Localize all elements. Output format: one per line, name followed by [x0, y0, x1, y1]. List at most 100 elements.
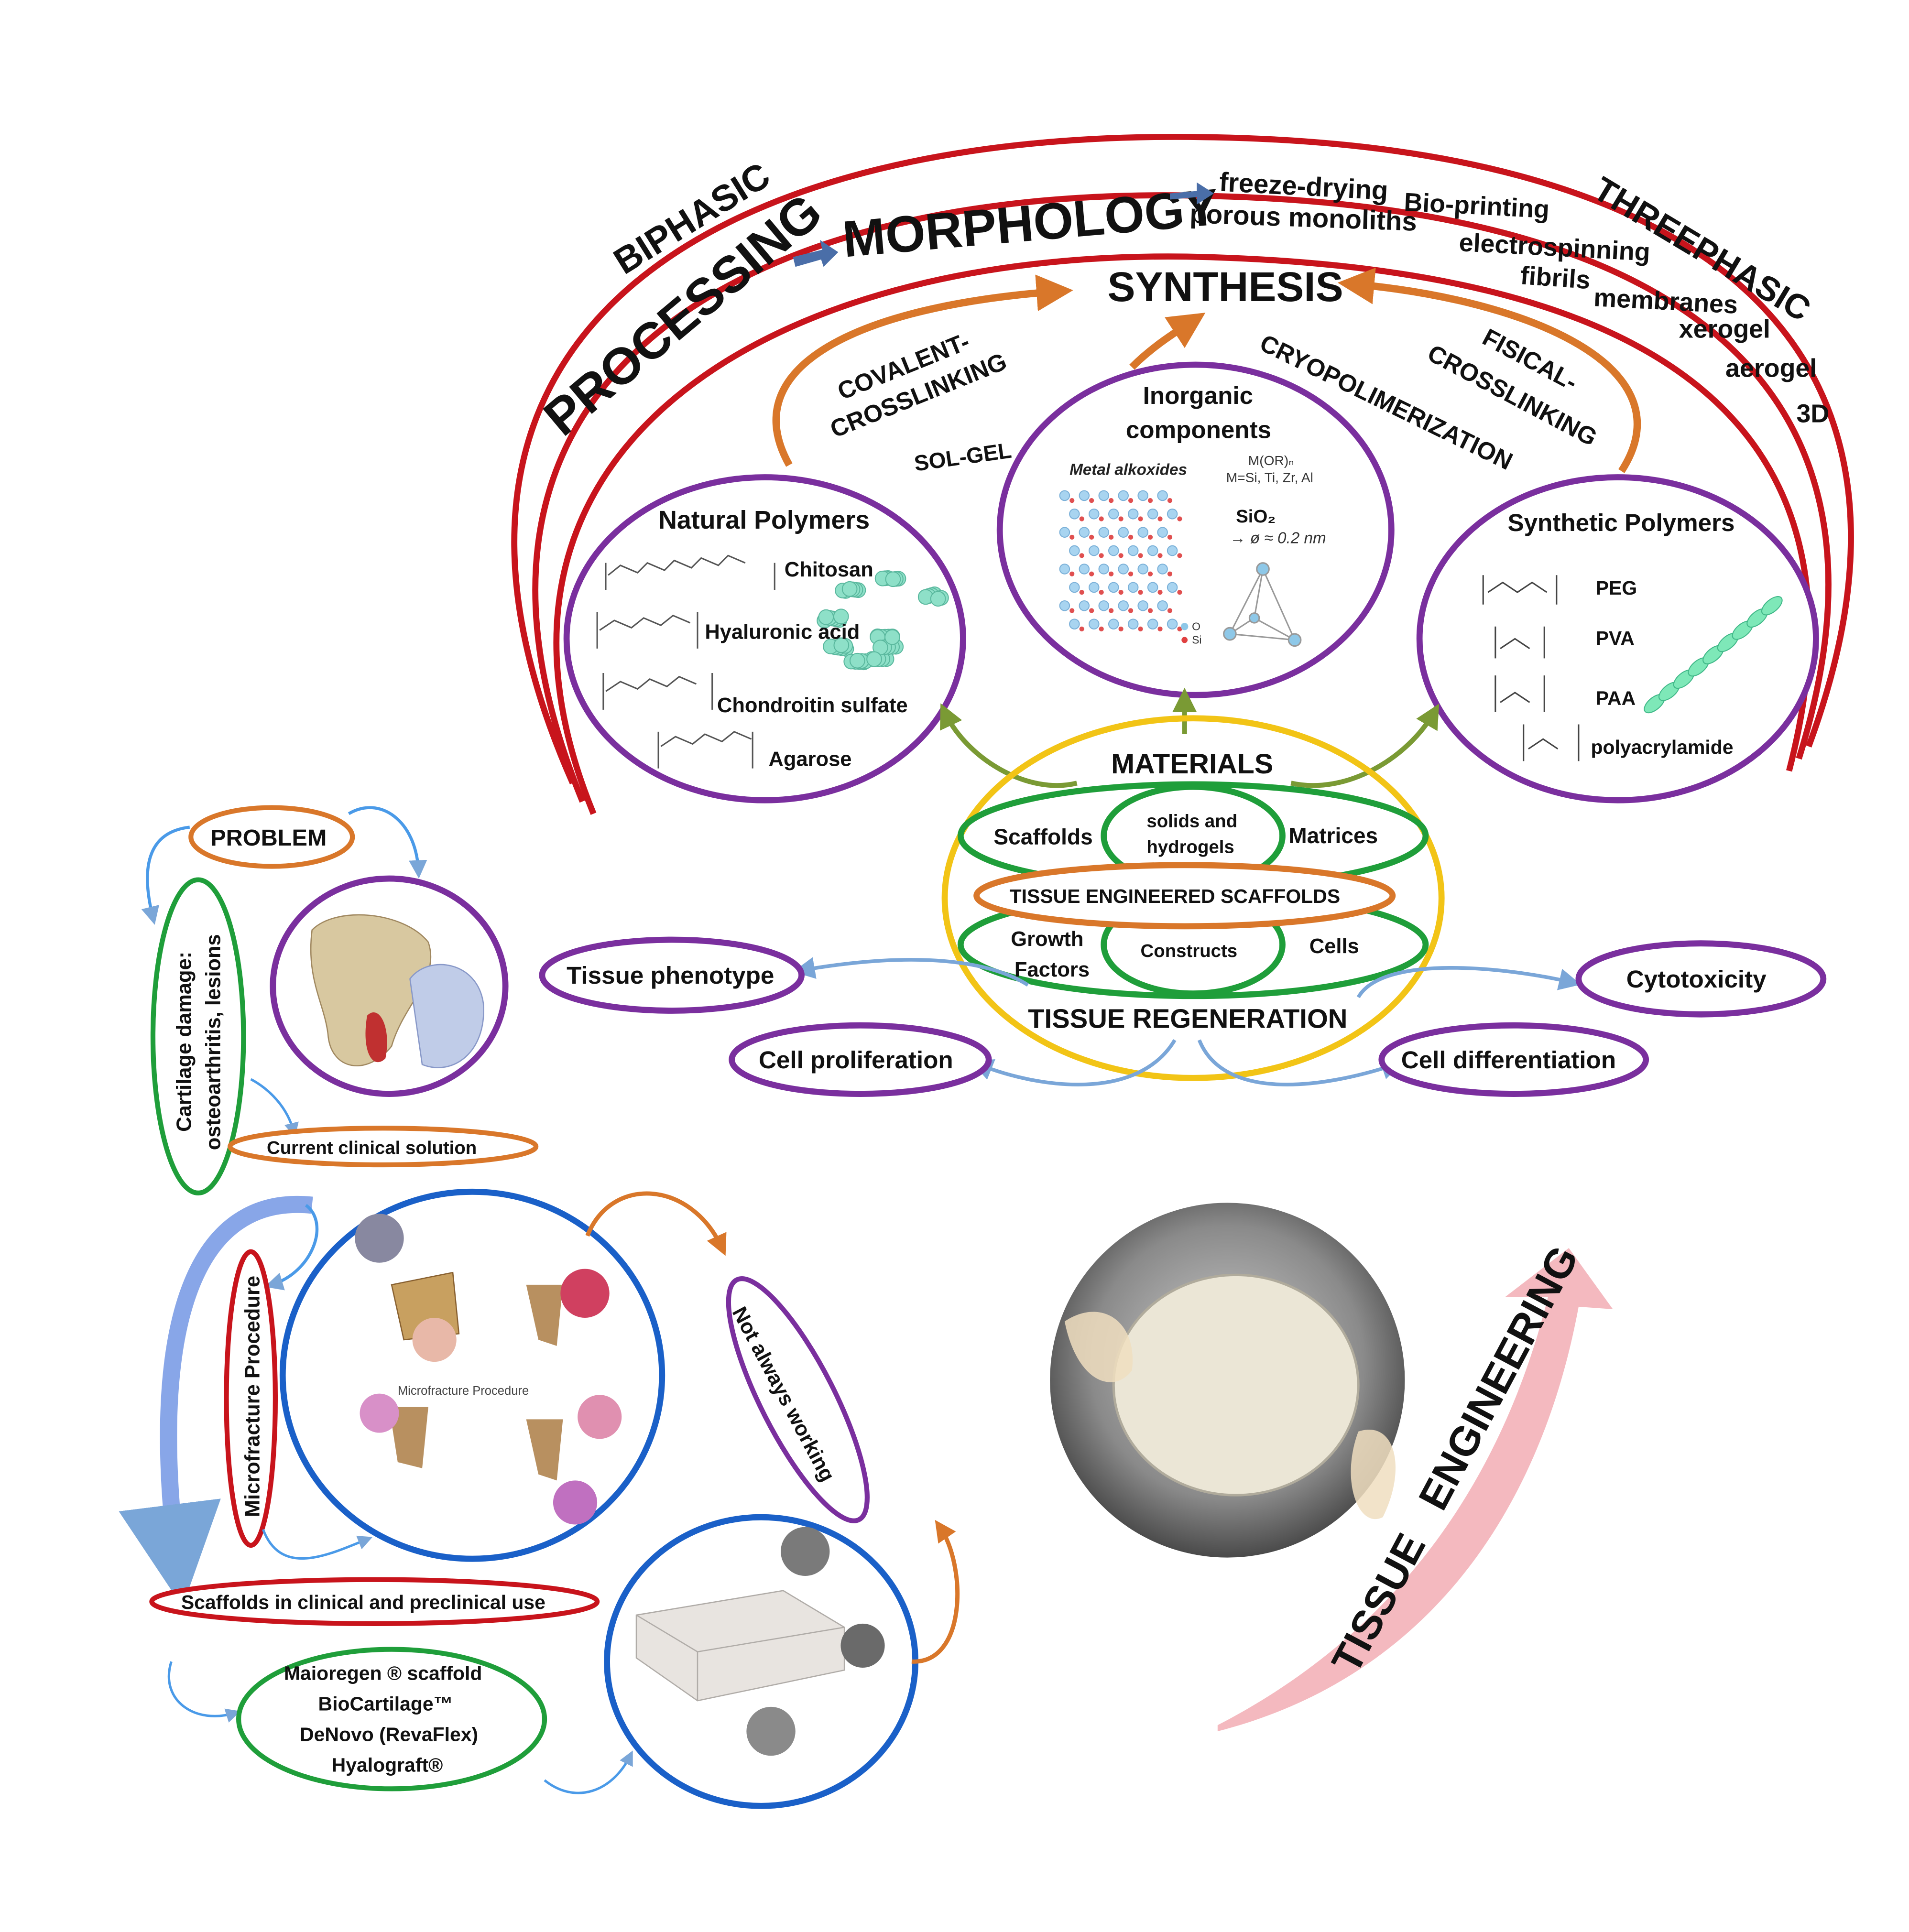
model-atom	[1098, 564, 1110, 575]
model-atom	[1138, 553, 1143, 558]
model-atom	[1109, 571, 1114, 576]
cytotoxicity-label: Cytotoxicity	[1626, 966, 1767, 993]
model-atom	[1177, 626, 1182, 632]
model-atom	[1069, 498, 1075, 503]
model-atom	[841, 581, 858, 597]
covalent-arrow	[772, 274, 1073, 467]
model-atom	[1089, 545, 1100, 556]
model-atom	[1167, 619, 1178, 630]
model-atom	[1098, 490, 1110, 501]
hyaluronic-structure	[596, 612, 698, 649]
model-atom	[1108, 619, 1119, 630]
synthesis-label: SYNTHESIS	[1107, 264, 1343, 310]
model-atom	[1069, 571, 1075, 576]
synthetic-structures	[1482, 575, 1580, 761]
model-atom	[1167, 582, 1178, 593]
model-atom	[1118, 600, 1129, 611]
tetrahedron	[1223, 562, 1302, 647]
model-atom	[1167, 608, 1173, 613]
microfracture-label: Microfracture Procedure	[241, 1276, 264, 1517]
model-atom	[1118, 553, 1124, 558]
scaffolds-use-label: Scaffolds in clinical and preclinical us…	[181, 1591, 545, 1613]
model-atom	[1069, 545, 1080, 556]
method-aerogel: aerogel	[1725, 354, 1817, 383]
tissue-engineering-arrow	[1217, 1248, 1613, 1732]
knee-image	[310, 914, 484, 1068]
model-atom	[833, 637, 850, 653]
to-scaffold-image-arrow	[544, 1750, 633, 1794]
chitosan-structure	[605, 554, 775, 590]
model-atom	[1118, 564, 1129, 575]
model-atom	[1099, 553, 1104, 558]
model-atom	[1079, 564, 1090, 575]
natural-item-chondroitin-sulfate: Chondroitin sulfate	[717, 694, 908, 717]
solids-label-2: hydrogels	[1146, 836, 1234, 857]
microfracture-label-ellipse	[224, 1249, 278, 1548]
synthetic-item-pva: PVA	[1596, 627, 1635, 649]
glove-left	[1064, 1312, 1133, 1382]
solgel-label: SOL-GEL	[913, 438, 1013, 476]
model-atom	[1079, 553, 1084, 558]
model-atom	[1147, 545, 1158, 556]
method-membranes: membranes	[1593, 283, 1738, 319]
model-atom	[849, 652, 865, 669]
alkoxide-metals: M=Si, Ti, Zr, Al	[1226, 470, 1313, 485]
model-atom	[1069, 534, 1075, 540]
natural-item-chitosan: Chitosan	[785, 558, 873, 581]
synthetic-item-peg: PEG	[1596, 577, 1637, 599]
model-atom	[1089, 608, 1094, 613]
cartilage-damage-ellipse	[150, 877, 246, 1195]
model-atom	[1059, 490, 1070, 501]
growth-label-2: Factors	[1014, 958, 1090, 981]
tissue-phenotype-ellipse	[539, 936, 805, 1014]
model-atom	[1109, 534, 1114, 540]
model-atom	[1079, 600, 1090, 611]
microfracture-illustration	[355, 1214, 622, 1525]
method-3d: 3D	[1797, 399, 1830, 428]
model-atom	[1118, 626, 1124, 632]
model-atom	[1059, 600, 1070, 611]
model-atom	[1157, 490, 1168, 501]
model-atom	[1157, 589, 1163, 595]
model-atom	[833, 608, 849, 625]
model-atom	[1118, 490, 1129, 501]
model-atom	[1128, 534, 1134, 540]
model-atom	[1089, 571, 1094, 576]
scaffold-disc	[1112, 1273, 1360, 1497]
model-atom	[1177, 516, 1182, 521]
cell-differentiation-label: Cell differentiation	[1401, 1046, 1616, 1074]
model-atom	[1157, 564, 1168, 575]
model-atom	[1099, 626, 1104, 632]
model-atom	[1069, 582, 1080, 593]
micro-arrow	[264, 1204, 319, 1291]
products-ellipse	[236, 1647, 547, 1791]
model-atom	[1147, 498, 1153, 503]
not-working-arrow	[585, 1191, 727, 1256]
model-atom	[1089, 534, 1094, 540]
model-atom	[1069, 509, 1080, 520]
model-atom	[1128, 571, 1134, 576]
model-atom	[1147, 509, 1158, 520]
product-maioregen: Maioregen ® scaffold	[284, 1662, 482, 1684]
natural-item-agarose: Agarose	[768, 748, 851, 771]
problem-label: PROBLEM	[210, 825, 327, 851]
model-atom	[1167, 545, 1178, 556]
metal-alkoxides-label: Metal alkoxides	[1069, 461, 1187, 478]
legend-o-label: O	[1192, 620, 1200, 632]
problem-arrow-left	[141, 825, 190, 925]
silica-network	[1059, 490, 1182, 632]
legend-si-dot	[1181, 637, 1188, 643]
model-atom	[884, 629, 900, 645]
method-fibrils: fibrils	[1519, 261, 1591, 294]
sio2-label: SiO₂	[1236, 506, 1276, 527]
model-atom	[1137, 527, 1148, 538]
product-biocartilage: BioCartilage™	[318, 1693, 453, 1715]
chain-segment	[1761, 596, 1783, 616]
model-atom	[1147, 582, 1158, 593]
inner-arc	[553, 253, 1812, 815]
method-xerogel: xerogel	[1679, 315, 1770, 344]
model-atom	[1059, 527, 1070, 538]
agarose-structure	[657, 731, 753, 769]
natural-item-hyaluronic-acid: Hyaluronic acid	[705, 620, 860, 643]
